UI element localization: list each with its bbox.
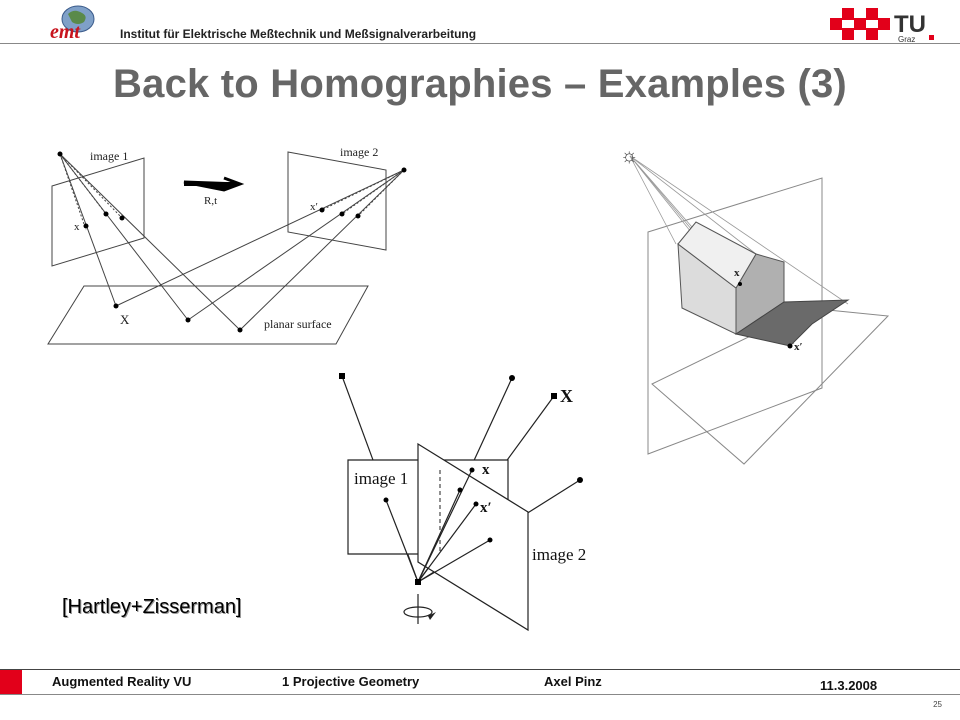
emt-logo: emt (50, 5, 95, 43)
shadow-homography-figure: ☼ x x′ (620, 145, 890, 465)
tu-graz-logo: TU Graz (830, 8, 934, 44)
fig1-xprime-label: x′ (310, 201, 318, 213)
footer-date: 11.3.2008 (820, 678, 878, 693)
fig3-image1-label: image 1 (354, 469, 408, 488)
fig3-image2-label: image 2 (532, 545, 586, 564)
footer-accent (0, 670, 22, 694)
page-number: 25 (933, 700, 942, 709)
fig1-motion-label: R,t (204, 195, 217, 207)
slide-title: Back to Homographies – Examples (3) (113, 62, 847, 106)
sun-icon: ☼ (620, 145, 638, 167)
fig1-image1-label: image 1 (90, 149, 128, 163)
fig1-X-label: X (120, 312, 130, 327)
fig2-xprime-label: x′ (794, 341, 803, 353)
fig2-x-label: x (734, 267, 740, 279)
footer-divider (0, 669, 960, 670)
footer-chapter: 1 Projective Geometry (282, 674, 420, 689)
fig1-surface-label: planar surface (264, 317, 332, 331)
fig1-x-label: x (74, 221, 80, 233)
citation: [Hartley+Zisserman] (62, 596, 242, 618)
footer-bar (0, 670, 960, 695)
emt-logo-text: emt (50, 21, 81, 43)
header-divider (0, 43, 960, 44)
institute-name: Institut für Elektrische Meßtechnik und … (120, 27, 477, 41)
two-view-plane-figure: image 1 image 2 R,t x x′ X planar surfac… (47, 145, 407, 345)
footer-course: Augmented Reality VU (52, 674, 192, 689)
fig3-xprime-label: x′ (480, 500, 492, 516)
fig3-X-label: X (560, 386, 573, 406)
fig1-image2-label: image 2 (340, 145, 378, 159)
tu-logo-subtext: Graz (898, 35, 915, 44)
tu-logo-text: TU (894, 11, 926, 38)
rotation-homography-figure: X image 1 image 2 x x′ (339, 373, 586, 632)
fig3-x-label: x (482, 462, 490, 478)
footer-author: Axel Pinz (544, 674, 602, 689)
